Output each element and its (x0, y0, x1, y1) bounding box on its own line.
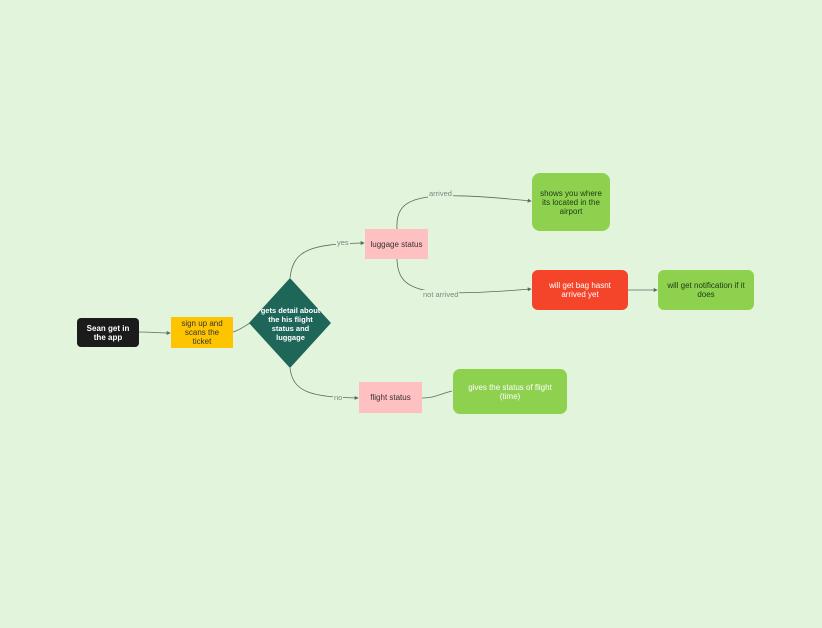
edge-luggage-notarrived (396, 258, 532, 294)
node-not-arrived-label: will get bag hasnt arrived yet (549, 281, 611, 299)
node-flight-info-label: gives the status of flight (time) (468, 382, 552, 401)
edge-decision-luggage (289, 241, 365, 279)
edge-flight-flightinfo (421, 390, 453, 399)
node-luggage-status[interactable]: luggage status (365, 229, 428, 259)
node-flight-status[interactable]: flight status (359, 382, 422, 413)
node-flight-info[interactable]: gives the status of flight (time) (453, 369, 567, 414)
edge-start-signup (138, 330, 171, 335)
node-located[interactable]: shows you where its located in the airpo… (532, 173, 610, 231)
edge-label-arrived: arrived (428, 189, 453, 198)
node-luggage-status-label: luggage status (370, 239, 423, 249)
edge-label-yes: yes (336, 238, 350, 247)
edge-label-no: no (333, 393, 344, 402)
node-notify-label: will get notification if it does (667, 281, 745, 299)
edge-label-not-arrived: not arrived (422, 290, 460, 299)
edge-luggage-located (396, 195, 532, 230)
decision-diamond[interactable] (249, 278, 331, 368)
node-flight-status-label: flight status (370, 393, 411, 402)
node-located-label: shows you where its located in the airpo… (540, 188, 602, 216)
node-start[interactable]: Sean get in the app (77, 318, 139, 347)
node-not-arrived[interactable]: will get bag hasnt arrived yet (532, 270, 628, 310)
edge-signup-decision (232, 322, 251, 333)
node-signup[interactable]: sign up and scans the ticket (171, 317, 233, 348)
edge-decision-flight (289, 367, 359, 400)
decision-label: gets detail about the his flight status … (260, 306, 321, 342)
node-start-label: Sean get in the app (86, 323, 130, 342)
node-signup-label: sign up and scans the ticket (181, 319, 223, 346)
node-notify[interactable]: will get notification if it does (658, 270, 754, 310)
